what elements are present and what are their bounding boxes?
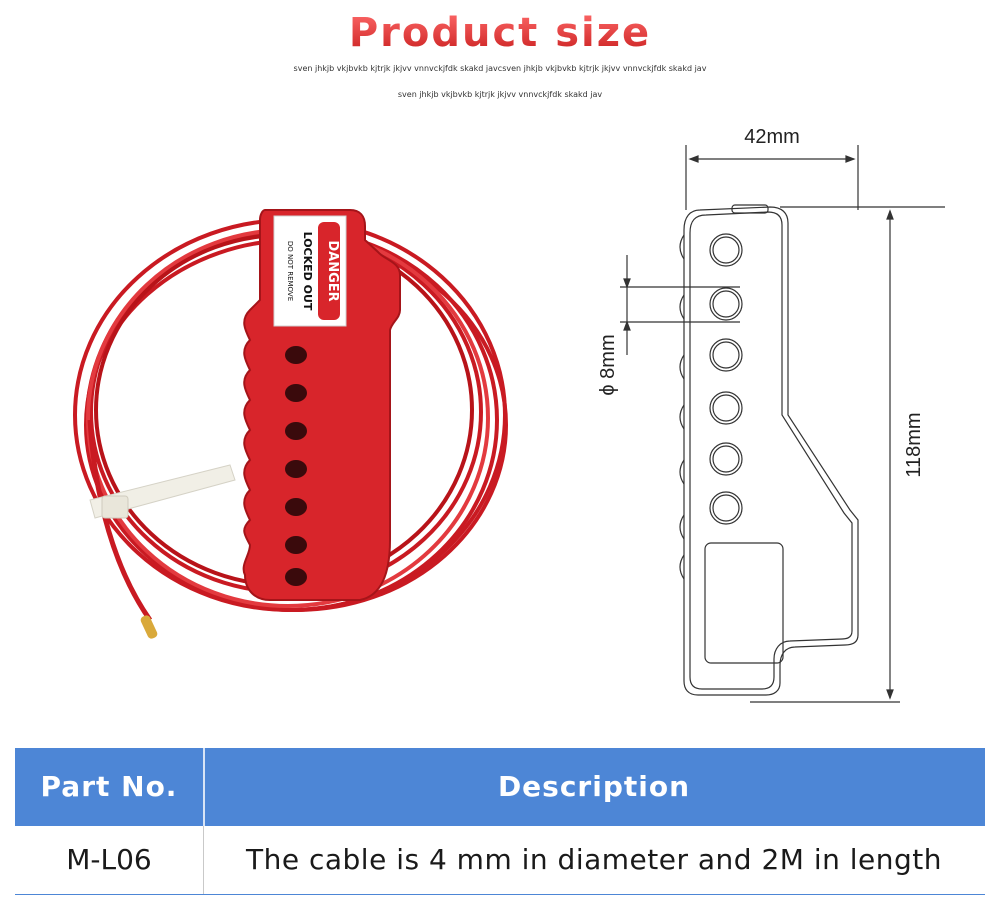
page-title: Product size bbox=[0, 10, 1000, 56]
product-image: DANGER LOCKED OUT DO NOT REMOVE bbox=[73, 209, 508, 639]
header-divider bbox=[203, 748, 205, 826]
label-locked-out: LOCKED OUT bbox=[301, 232, 314, 311]
cell-part-no: M-L06 bbox=[66, 843, 152, 876]
row-divider bbox=[203, 826, 204, 894]
cell-description: The cable is 4 mm in diameter and 2M in … bbox=[245, 843, 943, 876]
header-description: Description bbox=[497, 770, 691, 803]
header-part-no: Part No. bbox=[40, 770, 178, 803]
label-danger: DANGER bbox=[325, 240, 340, 301]
subtitle-line-1: sven jhkjb vkjbvkb kjtrjk jkjvv vnnvckjf… bbox=[293, 64, 707, 73]
brass-tip-icon bbox=[140, 615, 158, 639]
cable-end bbox=[87, 419, 153, 622]
dim-width-label: 42mm bbox=[744, 126, 800, 148]
lock-holes bbox=[285, 346, 307, 586]
diagram-holes bbox=[709, 233, 743, 525]
table-header: Part No. Description bbox=[15, 748, 985, 826]
lockout-body bbox=[242, 209, 401, 601]
dim-hole-label: ϕ 8mm bbox=[597, 334, 619, 395]
table-bottom-border bbox=[15, 894, 985, 895]
dimension-diagram: 42mm ϕ 8mm 118mm bbox=[597, 126, 945, 703]
dim-height-label: 118mm bbox=[903, 412, 925, 477]
subtitle-line-2: sven jhkjb vkjbvkb kjtrjk jkjvv vnnvckjf… bbox=[397, 90, 603, 99]
label-do-not-remove: DO NOT REMOVE bbox=[286, 241, 294, 301]
table-row: M-L06 The cable is 4 mm in diameter and … bbox=[15, 826, 985, 894]
cable-tie bbox=[89, 464, 236, 519]
